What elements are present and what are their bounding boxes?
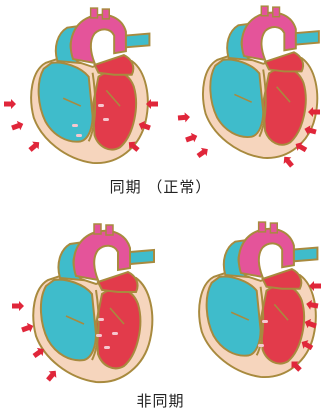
heart-panel-async-lateral: [199, 222, 321, 377]
heart-panel-sync-contracted: [4, 8, 158, 163]
heart-panel-async-septal: [12, 224, 154, 383]
heart-panel-sync-relaxed: [178, 6, 320, 169]
caption-asynchronous: 非同期: [0, 390, 321, 411]
caption-synchronous: 同期 （正常）: [0, 176, 321, 197]
